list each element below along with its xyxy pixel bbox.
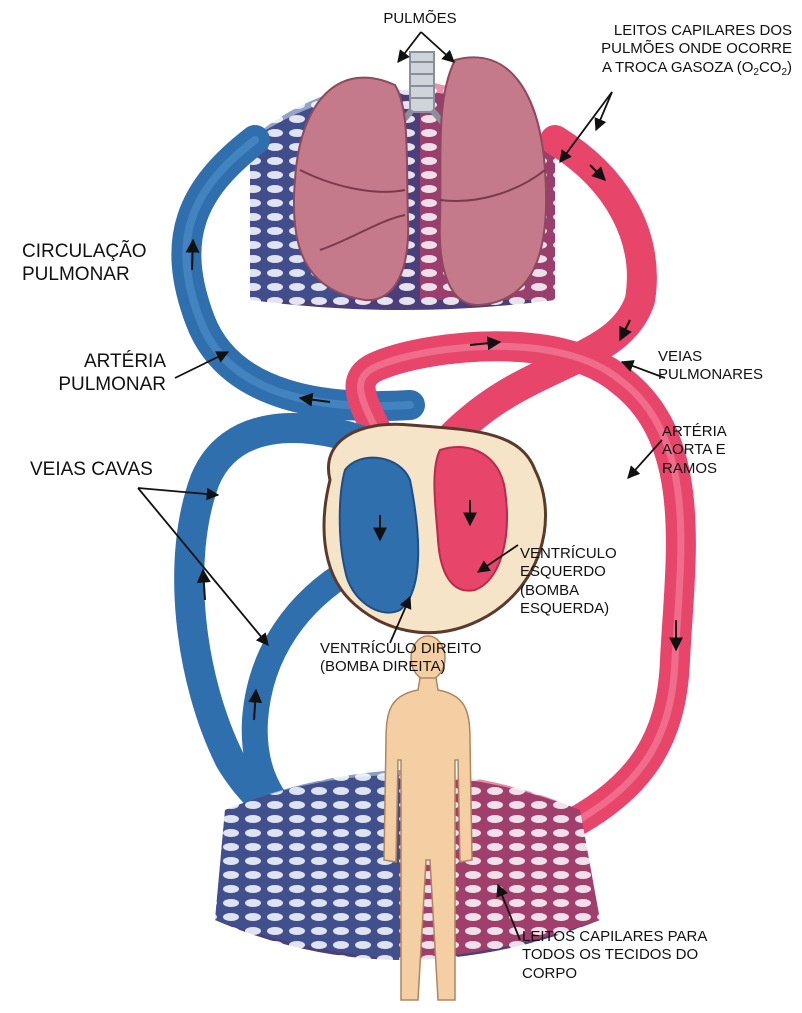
label-ventriculo-direito: VENTRÍCULO DIREITO (BOMBA DIREITA) — [320, 640, 481, 677]
right-ventricle-chamber — [340, 458, 418, 613]
label-veias-cavas: VEIAS CAVAS — [30, 458, 153, 481]
label-arteria-aorta-line3: RAMOS — [662, 460, 727, 478]
label-ventriculo-esquerdo-line4: ESQUERDA) — [520, 600, 617, 618]
label-veias-cavas-text: VEIAS CAVAS — [30, 458, 153, 481]
label-leitos-corpo-line1: LEITOS CAPILARES PARA — [522, 928, 707, 946]
label-arteria-pulmonar: ARTÉRIA PULMONAR — [20, 350, 166, 396]
right-lung — [440, 57, 546, 305]
label-pulmoes: PULMÕES — [360, 10, 480, 28]
label-arteria-pulmonar-line1: ARTÉRIA — [20, 350, 166, 373]
label-leitos-corpo-line3: CORPO — [522, 965, 707, 983]
label-ventriculo-direito-line2: (BOMBA DIREITA) — [320, 658, 481, 676]
label-ventriculo-direito-line1: VENTRÍCULO DIREITO — [320, 640, 481, 658]
label-ventriculo-esquerdo-line2: ESQUERDO — [520, 563, 617, 581]
label-leitos-pulmoes: LEITOS CAPILARES DOS PULMÕES ONDE OCORRE… — [560, 22, 792, 77]
label-veias-pulmonares-line2: PULMONARES — [658, 366, 763, 384]
label-arteria-aorta-line2: AORTA E — [662, 441, 727, 459]
label-leitos-pulmoes-line2: PULMÕES ONDE OCORRE — [560, 40, 792, 58]
label-arteria-aorta: ARTÉRIA AORTA E RAMOS — [662, 423, 727, 478]
label-veias-pulmonares-line1: VEIAS — [658, 348, 763, 366]
label-ventriculo-esquerdo: VENTRÍCULO ESQUERDO (BOMBA ESQUERDA) — [520, 545, 617, 618]
label-circulacao-pulmonar-line2: PULMONAR — [22, 263, 147, 286]
label-leitos-pulmoes-line1: LEITOS CAPILARES DOS — [560, 22, 792, 40]
label-arteria-pulmonar-line2: PULMONAR — [20, 373, 166, 396]
label-circulacao-pulmonar: CIRCULAÇÃO PULMONAR — [22, 240, 147, 286]
label-pulmoes-text: PULMÕES — [360, 10, 480, 28]
label-circulacao-pulmonar-line1: CIRCULAÇÃO — [22, 240, 147, 263]
heart — [324, 424, 546, 632]
label-leitos-pulmoes-line3: A TROCA GASOZA (O2CO2) — [560, 59, 792, 77]
label-veias-pulmonares: VEIAS PULMONARES — [658, 348, 763, 385]
label-leitos-corpo-line2: TODOS OS TECIDOS DO — [522, 946, 707, 964]
label-leitos-corpo: LEITOS CAPILARES PARA TODOS OS TECIDOS D… — [522, 928, 707, 983]
label-ventriculo-esquerdo-line3: (BOMBA — [520, 582, 617, 600]
label-arteria-aorta-line1: ARTÉRIA — [662, 423, 727, 441]
label-ventriculo-esquerdo-line1: VENTRÍCULO — [520, 545, 617, 563]
